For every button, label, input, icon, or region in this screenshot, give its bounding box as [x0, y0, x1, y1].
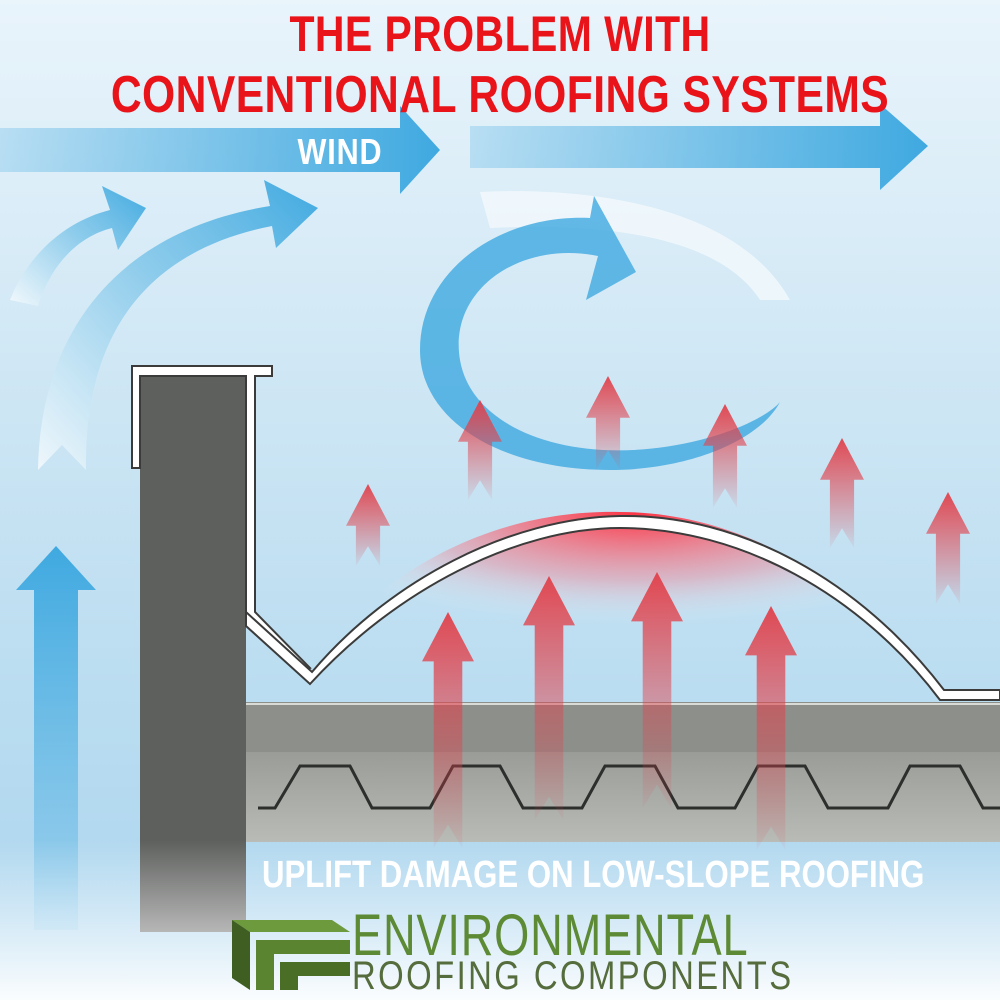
- corrugated-deck-line: [258, 764, 1000, 810]
- uplift-arrow: [631, 572, 683, 808]
- uplift-arrow: [458, 400, 502, 500]
- page-title-line-1: THE PROBLEM WITH: [289, 6, 711, 62]
- uplift-arrow: [926, 492, 970, 604]
- uplift-arrow: [422, 612, 474, 848]
- insulation-layer: [245, 702, 1000, 752]
- uplift-arrow: [820, 438, 864, 548]
- parapet-wall: [140, 372, 246, 932]
- roof-membrane: [245, 514, 1000, 701]
- wind-arrow-up: [16, 546, 96, 930]
- wind-arrow-horizontal: [470, 104, 928, 190]
- wall-flashing: [131, 365, 312, 674]
- wind-arrow-horizontal: [0, 106, 440, 194]
- wind-arrow-curved: [10, 186, 146, 306]
- uplift-arrow: [346, 484, 390, 566]
- diagram-caption: UPLIFT DAMAGE ON LOW-SLOPE ROOFING: [262, 854, 925, 896]
- uplift-arrow: [586, 376, 630, 470]
- bottom-fade: [0, 840, 1000, 1000]
- uplift-arrow: [523, 576, 575, 820]
- wind-flow-faint: [480, 191, 790, 300]
- page-title-line-2: CONVENTIONAL ROOFING SYSTEMS: [110, 66, 890, 124]
- uplift-arrows-small: [346, 376, 970, 604]
- wind-vortex-icon: [420, 196, 780, 470]
- wind-label: WIND: [297, 131, 383, 172]
- uplift-arrows-tall: [422, 572, 797, 850]
- wind-arrow-curved: [38, 180, 318, 470]
- brand-subtitle: ROOFING COMPONENTS: [352, 954, 794, 998]
- uplift-arrow: [703, 404, 747, 508]
- uplift-arrow: [745, 606, 797, 850]
- brand-name: ENVIRONMENTAL: [352, 903, 749, 968]
- brand-logo-icon: [232, 920, 350, 990]
